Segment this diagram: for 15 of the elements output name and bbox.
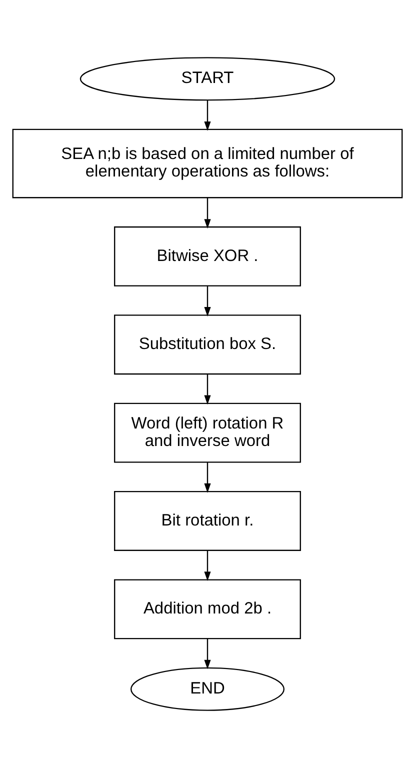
arrow <box>204 100 211 130</box>
node-box: Bitwise XOR . <box>114 226 301 286</box>
node-box: SEA n;b is based on a limited number of elementary operations as follows: <box>12 128 403 198</box>
node-box: Word (left) rotation R and inverse word <box>114 402 301 462</box>
arrow <box>204 286 211 316</box>
node-box: Bit rotation r. <box>114 490 301 550</box>
node-ellipse: START <box>80 56 336 100</box>
arrow <box>204 374 211 404</box>
node-box: Addition mod 2b . <box>114 578 301 639</box>
arrow <box>204 550 211 581</box>
arrow <box>204 638 211 669</box>
arrow <box>204 197 211 228</box>
node-box: Substitution box S. <box>114 314 301 374</box>
node-ellipse: END <box>130 666 285 710</box>
arrow <box>204 462 211 492</box>
